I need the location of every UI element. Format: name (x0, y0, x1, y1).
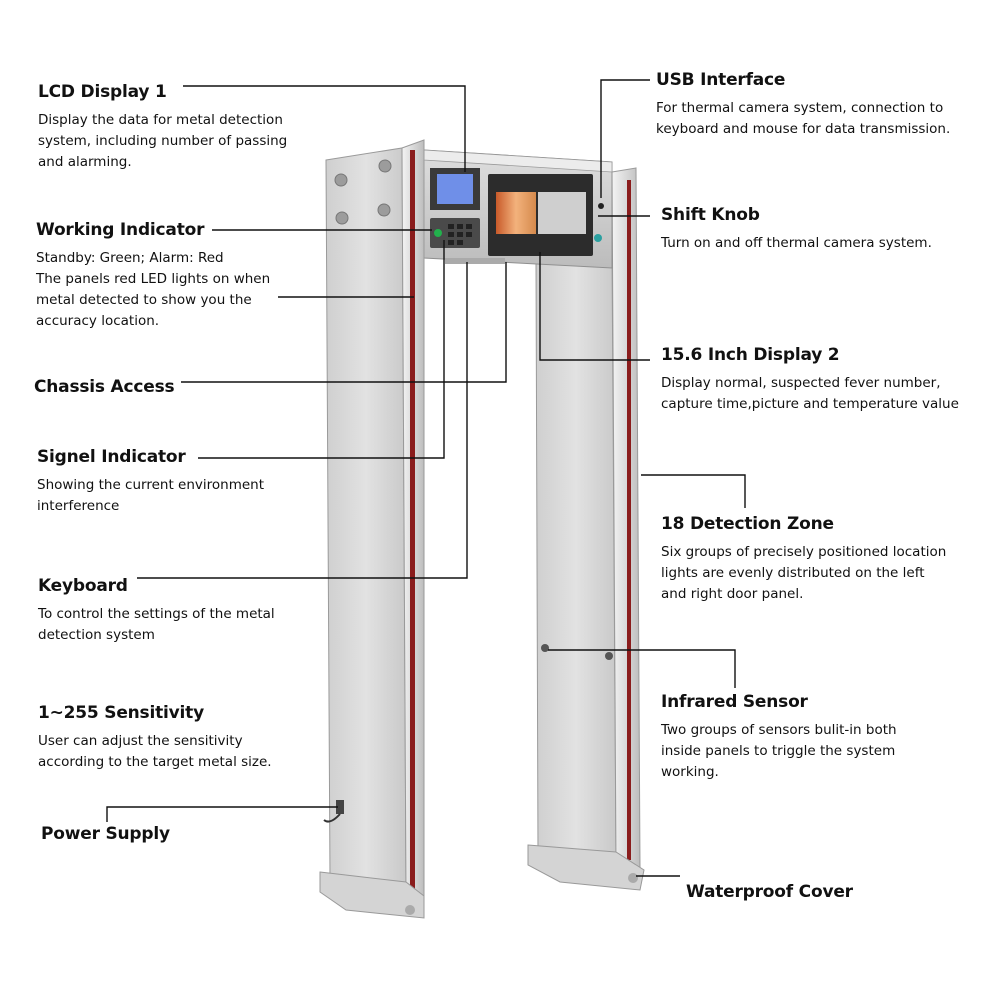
description-line: inside panels to triggle the system (661, 743, 896, 759)
callout-description: Two groups of sensors bulit-in both insi… (661, 720, 897, 783)
callout-working-indicator: Working Indicator Standby: Green; Alarm:… (36, 220, 270, 332)
description-line: according to the target metal size. (38, 754, 272, 770)
description-line: Turn on and off thermal camera system. (661, 235, 932, 251)
callout-title: Chassis Access (34, 377, 175, 397)
callout-description: Showing the current environment interfer… (37, 475, 264, 517)
callout-title: LCD Display 1 (38, 82, 167, 102)
leader-lines (106, 79, 746, 877)
callout-detection-zone: 18 Detection Zone Six groups of precisel… (661, 514, 946, 605)
callout-keyboard: Keyboard To control the settings of the … (38, 576, 275, 646)
description-line: detection system (38, 627, 155, 643)
callout-title: 18 Detection Zone (661, 514, 834, 534)
callout-description: Turn on and off thermal camera system. (661, 233, 932, 254)
description-line: The panels red LED lights on when (36, 271, 271, 287)
callout-description: Display normal, suspected fever number, … (661, 373, 959, 415)
description-line: and right door panel. (661, 586, 804, 602)
callout-title: Infrared Sensor (661, 692, 808, 712)
right-pillar (527, 167, 645, 891)
callout-title: 1~255 Sensitivity (38, 703, 204, 723)
description-line: system, including number of passing (38, 133, 288, 149)
callout-title: Signel Indicator (37, 447, 186, 467)
description-line: Two groups of sensors bulit-in both (661, 722, 897, 738)
description-line: Showing the current environment (37, 477, 265, 493)
callout-title: USB Interface (656, 70, 786, 90)
callout-description: For thermal camera system, connection to… (656, 98, 950, 140)
left-pillar (319, 139, 425, 919)
callout-title: Waterproof Cover (686, 882, 853, 902)
description-line: Display the data for metal detection (38, 112, 283, 128)
callout-lcd-display-1: LCD Display 1 Display the data for metal… (38, 82, 287, 173)
callout-signel-indicator: Signel Indicator Showing the current env… (37, 447, 264, 517)
description-line: accuracy location. (36, 313, 160, 329)
callout-power-supply: Power Supply (41, 824, 170, 844)
callout-infrared-sensor: Infrared Sensor Two groups of sensors bu… (661, 692, 897, 783)
callout-title: Keyboard (38, 576, 128, 596)
description-line: User can adjust the sensitivity (38, 733, 243, 749)
callout-title: 15.6 Inch Display 2 (661, 345, 840, 365)
callout-title: Power Supply (41, 824, 170, 844)
description-line: and alarming. (38, 154, 132, 170)
header-box (423, 149, 613, 269)
description-line: interference (37, 498, 120, 514)
description-line: capture time,picture and temperature val… (661, 396, 959, 412)
callout-shift-knob: Shift Knob Turn on and off thermal camer… (661, 205, 932, 254)
callout-title: Working Indicator (36, 220, 205, 240)
description-line: For thermal camera system, connection to (656, 100, 944, 116)
callout-sensitivity: 1~255 Sensitivity User can adjust the se… (38, 703, 272, 773)
callout-description: User can adjust the sensitivity accordin… (38, 731, 272, 773)
callout-description: Standby: Green; Alarm: Red The panels re… (36, 248, 270, 332)
description-line: Display normal, suspected fever number, (661, 375, 941, 391)
description-line: metal detected to show you the (36, 292, 252, 308)
description-line: To control the settings of the metal (38, 606, 275, 622)
callout-waterproof-cover: Waterproof Cover (686, 882, 853, 902)
callout-chassis-access: Chassis Access (34, 377, 175, 397)
description-line: Six groups of precisely positioned locat… (661, 544, 947, 560)
description-line: Standby: Green; Alarm: Red (36, 250, 224, 266)
callout-usb-interface: USB Interface For thermal camera system,… (656, 70, 950, 140)
description-line: working. (661, 764, 719, 780)
callout-description: To control the settings of the metal det… (38, 604, 275, 646)
callout-title: Shift Knob (661, 205, 760, 225)
description-line: keyboard and mouse for data transmission… (656, 121, 951, 137)
callout-display-2: 15.6 Inch Display 2 Display normal, susp… (661, 345, 959, 415)
callout-description: Six groups of precisely positioned locat… (661, 542, 946, 605)
description-line: lights are evenly distributed on the lef… (661, 565, 925, 581)
callout-description: Display the data for metal detection sys… (38, 110, 287, 173)
